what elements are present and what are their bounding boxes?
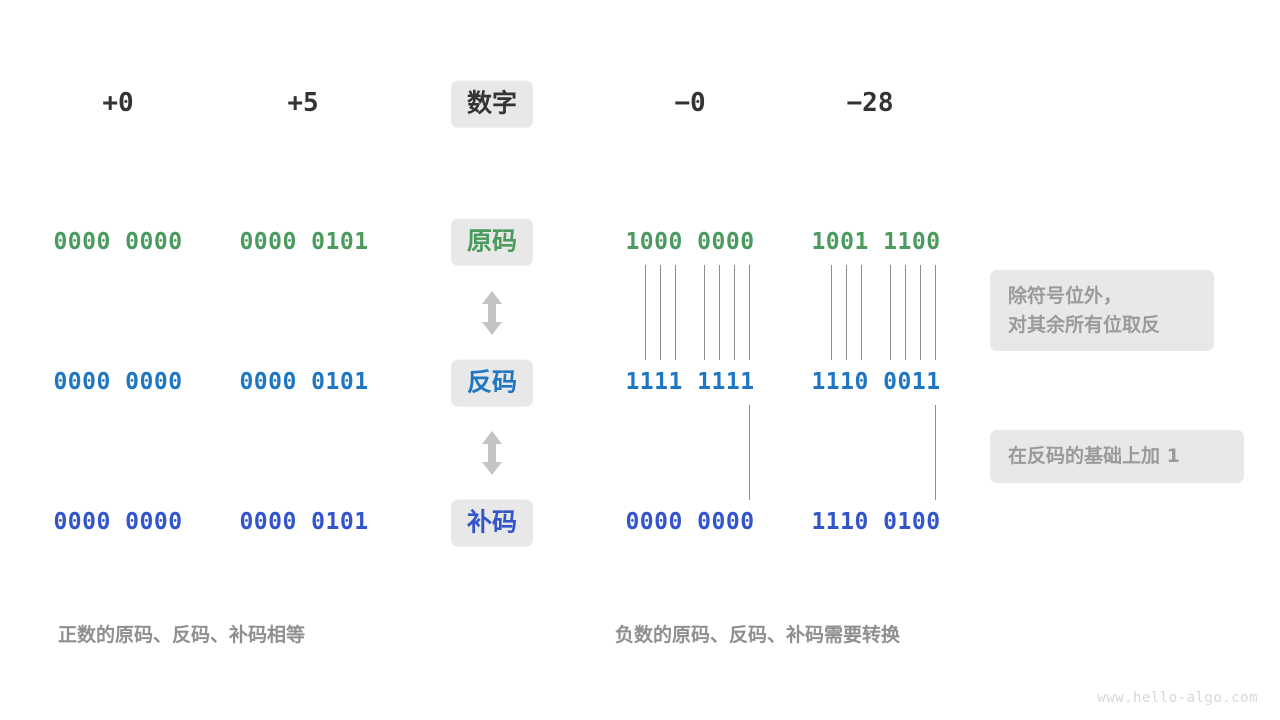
note-add-one: 在反码的基础上加 1 xyxy=(990,430,1244,483)
watermark: www.hello-algo.com xyxy=(1097,690,1258,706)
row-label-number: 数字 xyxy=(450,80,534,128)
connector-line xyxy=(704,265,706,360)
caption-positive: 正数的原码、反码、补码相等 xyxy=(58,624,306,646)
connector-line xyxy=(846,265,848,360)
bits-ones-complement-plus-zero: 0000 0000 xyxy=(53,369,183,395)
bits-sign-magnitude-plus-five: 0000 0101 xyxy=(239,229,369,255)
connector-line xyxy=(935,405,937,500)
connector-line xyxy=(645,265,647,360)
bits-twos-complement-minus-twentyeight: 1110 0100 xyxy=(811,509,941,535)
bits-twos-complement-minus-zero: 0000 0000 xyxy=(625,509,755,535)
double-vertical-arrow-icon-lower xyxy=(479,430,505,476)
connector-line xyxy=(734,265,736,360)
bits-twos-complement-plus-zero: 0000 0000 xyxy=(53,509,183,535)
header-value-plus-zero: +0 xyxy=(102,88,134,118)
bits-ones-complement-minus-zero: 1111 1111 xyxy=(625,369,755,395)
note-invert-bits: 除符号位外， 对其余所有位取反 xyxy=(990,270,1214,351)
caption-negative: 负数的原码、反码、补码需要转换 xyxy=(615,624,901,646)
bits-sign-magnitude-minus-twentyeight: 1001 1100 xyxy=(811,229,941,255)
connector-line xyxy=(935,265,937,360)
bits-twos-complement-plus-five: 0000 0101 xyxy=(239,509,369,535)
connector-line xyxy=(749,265,751,360)
header-value-minus-zero: −0 xyxy=(674,88,706,118)
header-value-plus-five: +5 xyxy=(287,88,319,118)
header-value-minus-twentyeight: −28 xyxy=(846,88,894,118)
bits-sign-magnitude-minus-zero: 1000 0000 xyxy=(625,229,755,255)
double-vertical-arrow-icon-upper xyxy=(479,290,505,336)
connector-line xyxy=(920,265,922,360)
connector-line xyxy=(719,265,721,360)
row-label-sign-magnitude: 原码 xyxy=(450,218,534,266)
row-label-ones-complement: 反码 xyxy=(450,359,534,407)
bits-ones-complement-minus-twentyeight: 1110 0011 xyxy=(811,369,941,395)
connector-line xyxy=(749,405,751,500)
connector-line xyxy=(831,265,833,360)
bits-ones-complement-plus-five: 0000 0101 xyxy=(239,369,369,395)
row-label-twos-complement: 补码 xyxy=(450,499,534,547)
connector-line xyxy=(905,265,907,360)
connector-line xyxy=(861,265,863,360)
connector-line xyxy=(660,265,662,360)
bits-sign-magnitude-plus-zero: 0000 0000 xyxy=(53,229,183,255)
connector-line xyxy=(890,265,892,360)
connector-line xyxy=(675,265,677,360)
